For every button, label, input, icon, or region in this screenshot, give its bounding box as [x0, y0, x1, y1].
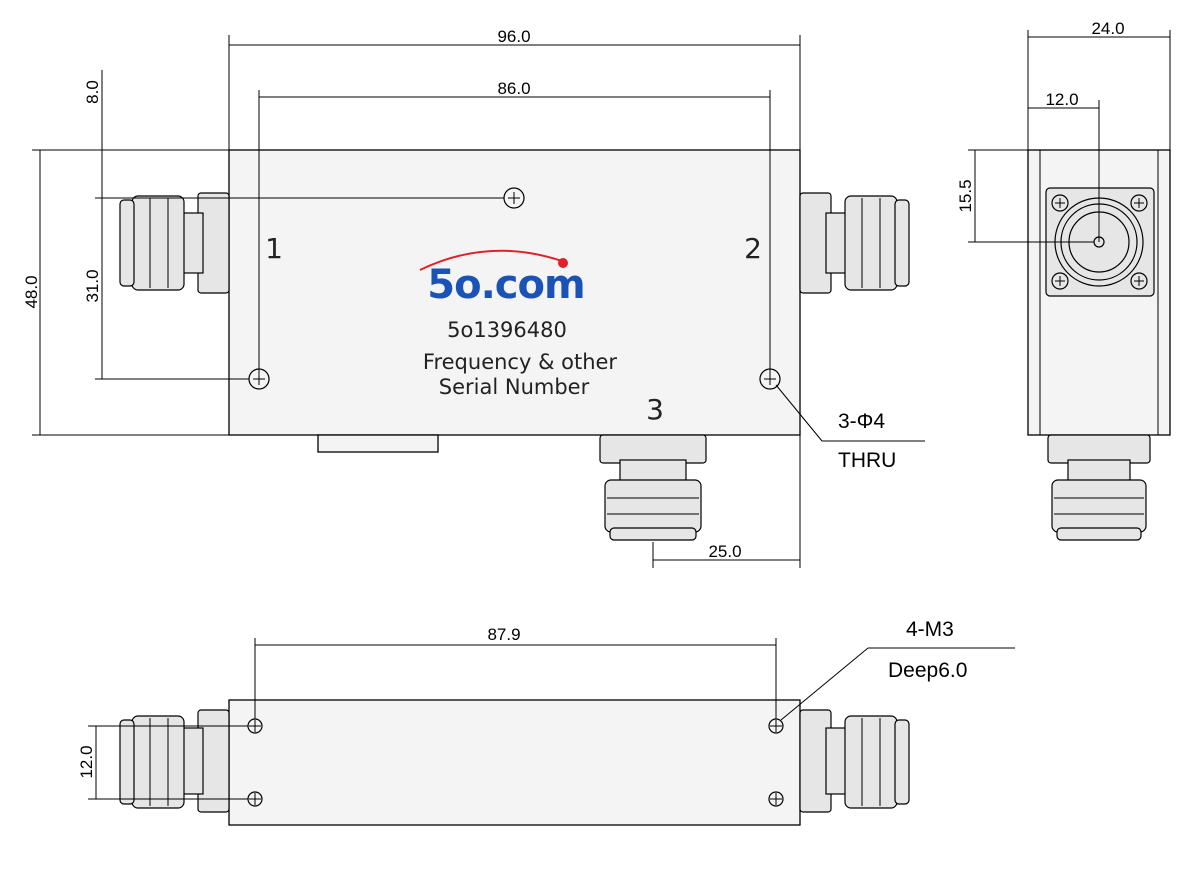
label-frequency: Frequency & other [423, 350, 618, 374]
dim-12: 12.0 [1045, 90, 1078, 109]
label-serial: Serial Number [439, 375, 590, 399]
logo-dot [558, 258, 568, 268]
thread-note: 4-M3 [906, 618, 954, 641]
dim-12-bottom: 12.0 [77, 745, 96, 778]
port-2-connector [799, 192, 910, 294]
dim-25: 25.0 [708, 542, 741, 561]
bottom-left-connector [119, 709, 230, 813]
port-3-label: 3 [646, 393, 664, 426]
side-connector [1047, 434, 1151, 541]
dim-48: 48.0 [22, 275, 41, 308]
side-view: 24.0 12.0 15.5 [956, 19, 1171, 541]
holes-note: 3-Φ4 [838, 410, 885, 433]
bottom-view: 87.9 12.0 4-M3 Deep6.0 [77, 618, 1015, 826]
port-1-label: 1 [265, 232, 283, 265]
port-3-connector [599, 434, 707, 541]
bottom-body [228, 699, 801, 826]
dim-8: 8.0 [83, 80, 102, 104]
dim-24: 24.0 [1091, 19, 1124, 38]
dim-87-9: 87.9 [487, 625, 520, 644]
dim-31: 31.0 [83, 269, 102, 302]
dim-15-5: 15.5 [956, 179, 975, 212]
port-2-label: 2 [744, 232, 762, 265]
part-number: 5o1396480 [447, 318, 567, 342]
bottom-right-connector [799, 709, 910, 813]
logo-text: 5o.com [427, 262, 584, 308]
dimension-lines-side [968, 30, 1171, 243]
depth-note: Deep6.0 [888, 659, 967, 682]
port-1-connector [119, 192, 230, 294]
dimension-lines-bottom [88, 638, 1015, 800]
logo: 5o.com [419, 249, 586, 308]
bottom-bracket [317, 434, 439, 453]
holes-note-thru: THRU [838, 449, 896, 472]
dim-96: 96.0 [497, 27, 530, 46]
dim-86: 86.0 [497, 79, 530, 98]
dimension-lines-front [32, 35, 925, 568]
front-view: 96.0 86.0 8.0 48.0 31.0 25.0 1 2 3 5o.co… [22, 27, 925, 568]
